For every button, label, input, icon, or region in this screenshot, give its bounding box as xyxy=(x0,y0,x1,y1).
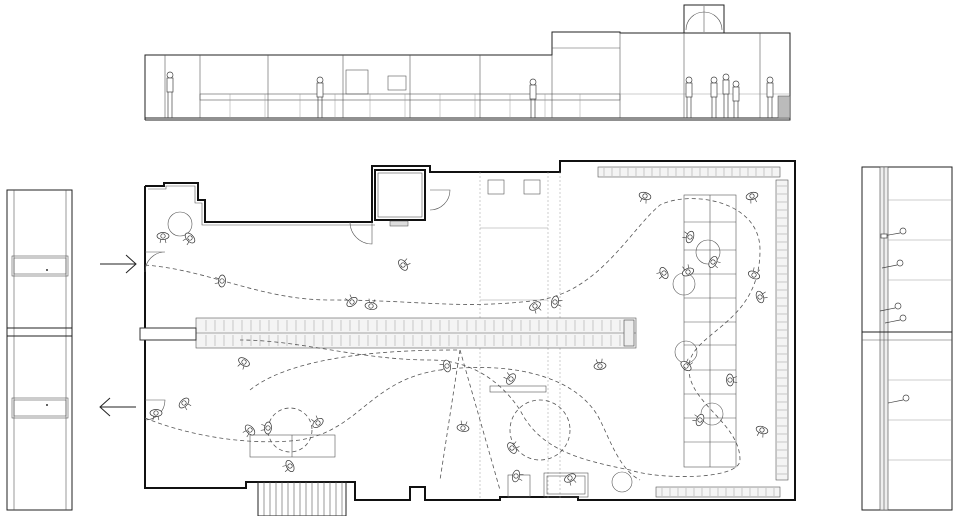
display-tables-grid xyxy=(683,194,737,468)
person-figure xyxy=(755,290,768,304)
north-wall-shelving xyxy=(597,166,781,178)
person-figure xyxy=(260,421,272,435)
long-section-elevation xyxy=(144,4,791,121)
person-figure xyxy=(564,473,577,486)
left-end-elevation xyxy=(6,189,73,511)
person-figure xyxy=(638,191,652,204)
person-figure xyxy=(681,264,695,277)
person-figure xyxy=(214,274,226,288)
person-figure xyxy=(692,413,705,427)
round-stools xyxy=(167,211,724,493)
floor-plan xyxy=(139,160,796,516)
person-figure xyxy=(726,373,738,387)
person-figure xyxy=(237,357,250,370)
person-figure xyxy=(439,359,451,373)
person-figure xyxy=(593,358,607,370)
person-figure xyxy=(755,425,769,438)
person-figure xyxy=(156,232,170,244)
person-figure xyxy=(507,441,520,454)
elevation-figures xyxy=(166,71,774,118)
reading-table xyxy=(249,434,336,458)
person-figure xyxy=(680,358,693,372)
person-figure xyxy=(178,397,192,411)
person-figure xyxy=(656,267,669,280)
person-figure xyxy=(503,372,516,385)
plan-outer-wall xyxy=(144,160,796,501)
person-figure xyxy=(182,232,196,246)
service-room xyxy=(374,169,426,221)
person-figure xyxy=(551,295,563,309)
person-figure xyxy=(682,230,695,244)
person-figure xyxy=(745,191,759,204)
person-figure xyxy=(529,301,542,314)
entrance-arrow xyxy=(100,254,137,274)
right-end-section xyxy=(861,166,953,511)
person-figure xyxy=(398,258,411,271)
person-figure xyxy=(456,420,470,432)
person-figure xyxy=(747,267,761,280)
roof-lantern xyxy=(683,4,725,34)
person-figure xyxy=(282,460,295,472)
occupant-figures xyxy=(149,191,769,486)
circulation-paths xyxy=(144,198,761,491)
person-figure xyxy=(511,469,524,483)
person-figure xyxy=(149,409,163,421)
stairs xyxy=(257,481,347,516)
person-figure xyxy=(345,294,358,308)
person-figure xyxy=(242,424,256,438)
central-shelving xyxy=(139,317,637,349)
person-figure xyxy=(708,256,721,269)
person-figure xyxy=(364,298,378,310)
exit-arrow xyxy=(99,397,136,417)
person-figure xyxy=(311,415,324,428)
section-figures xyxy=(879,227,910,404)
door-swing xyxy=(349,221,373,245)
